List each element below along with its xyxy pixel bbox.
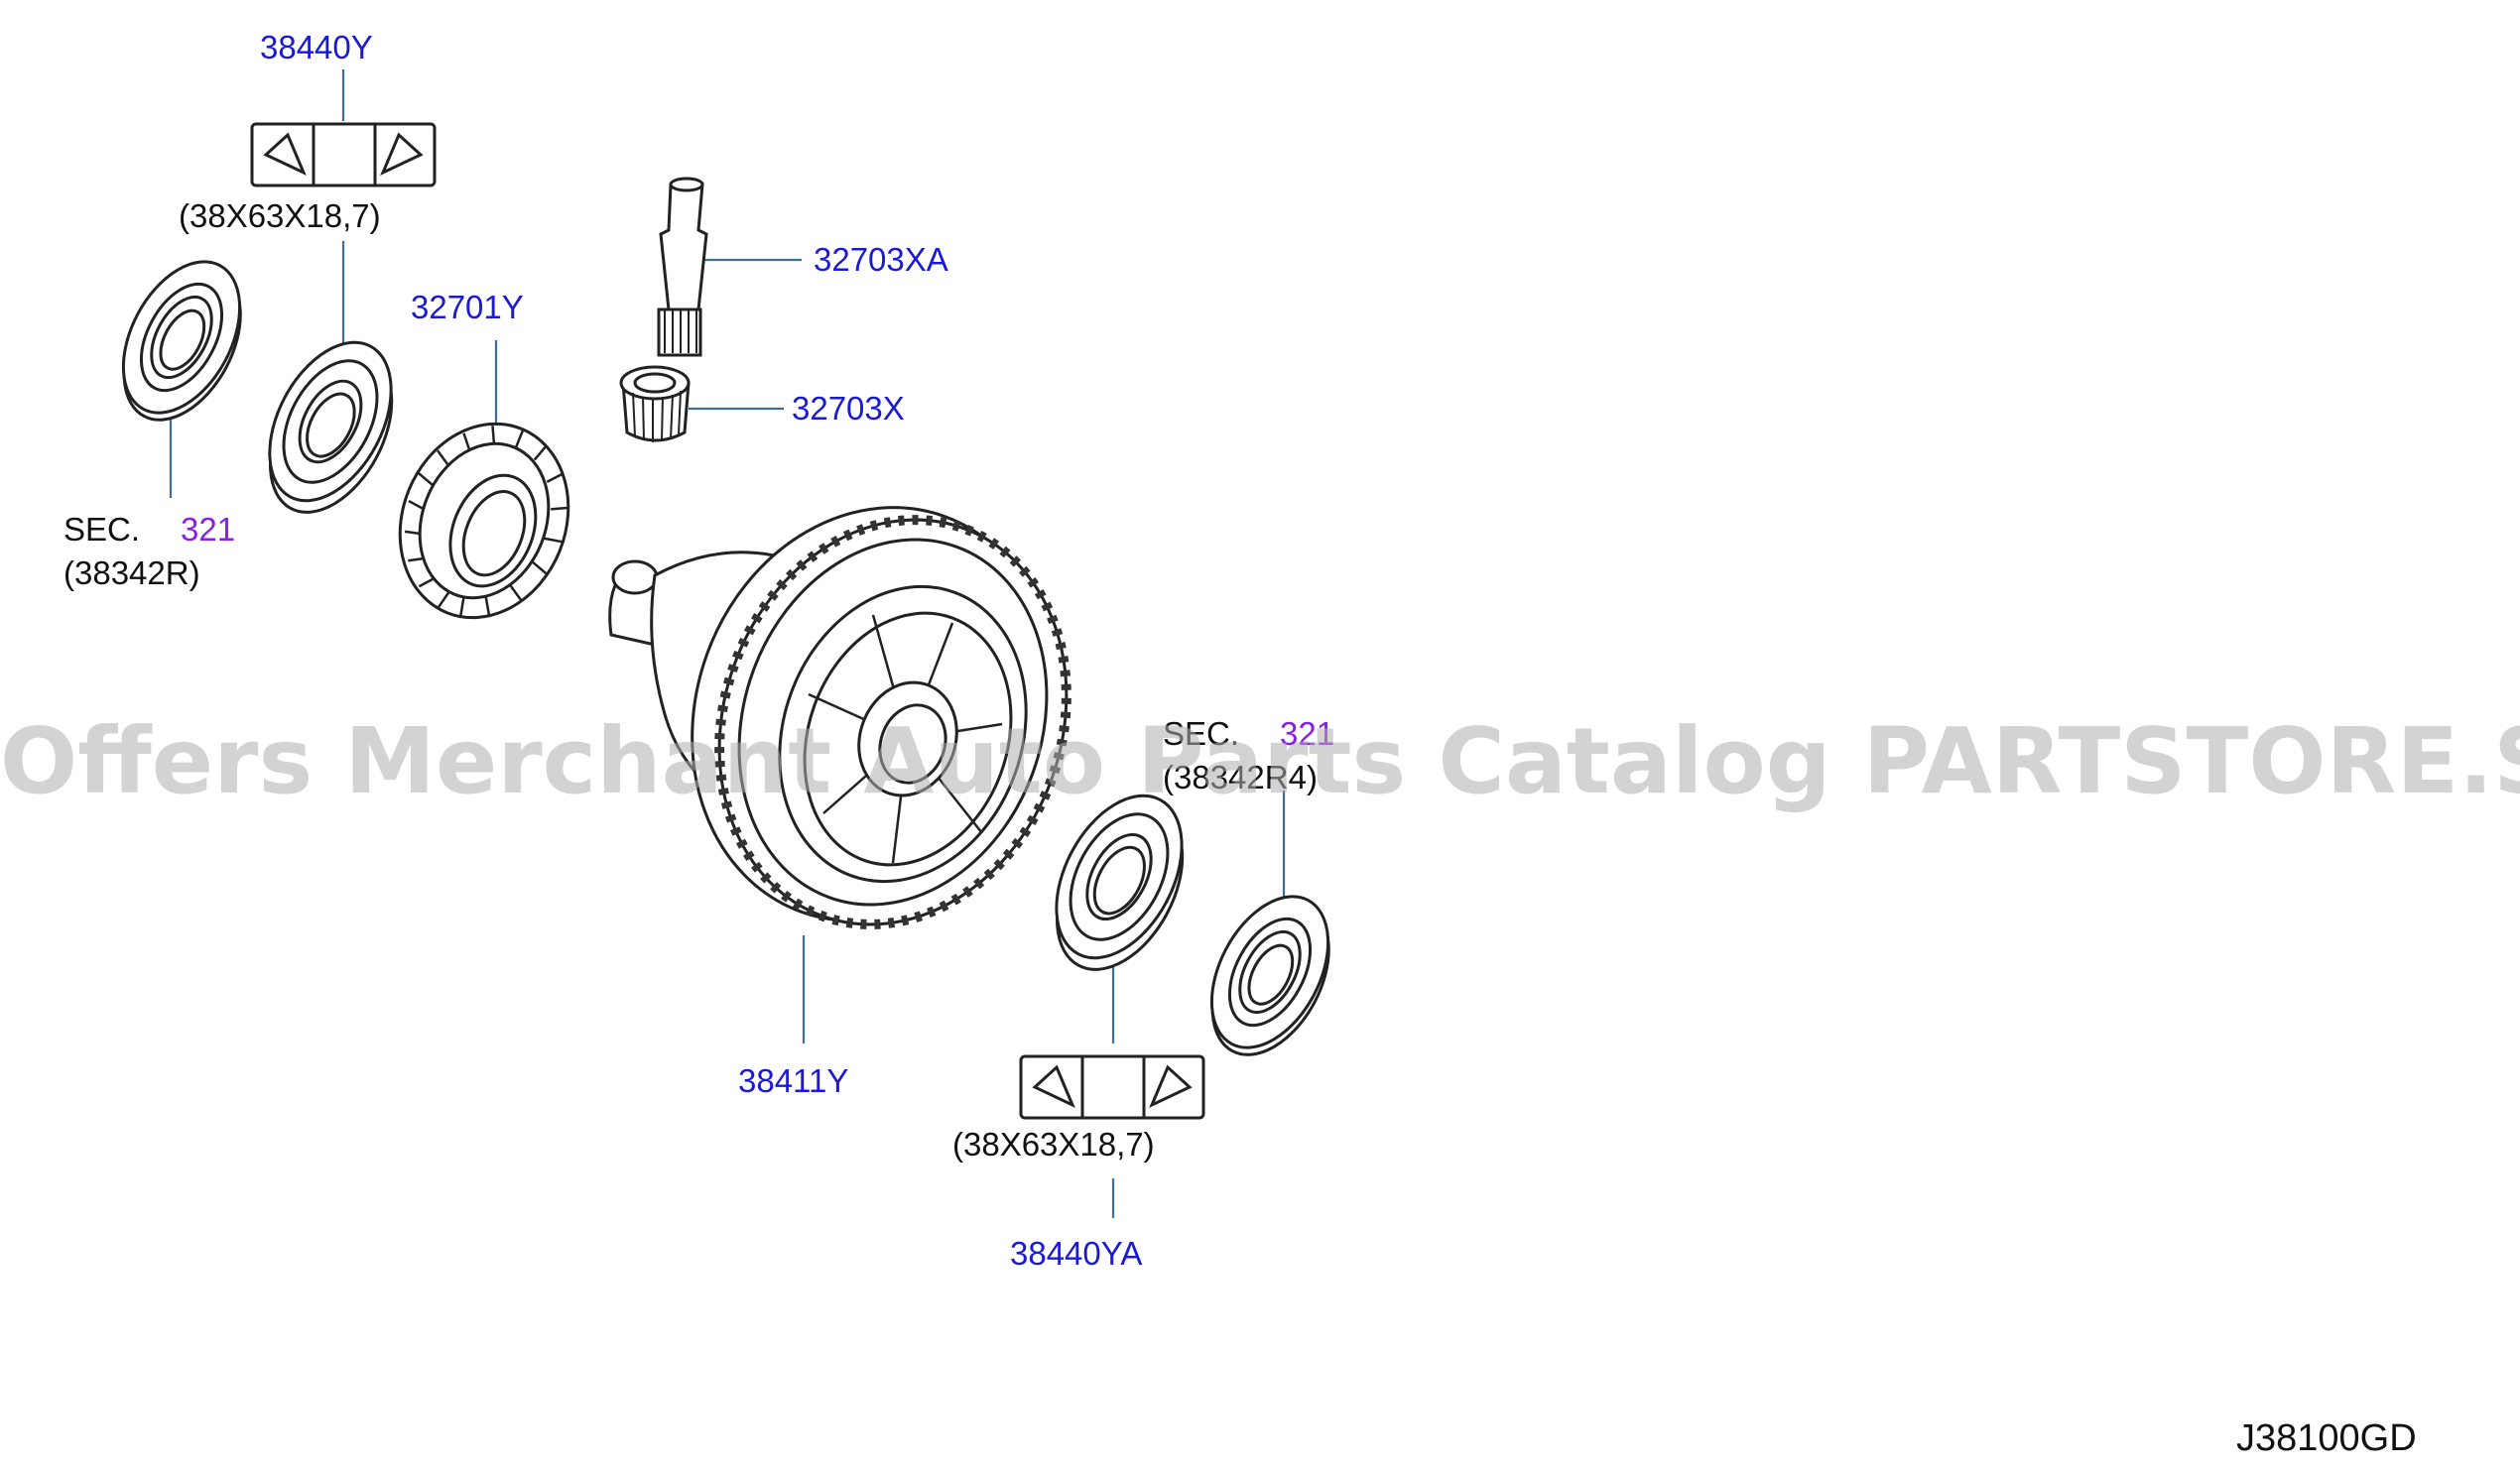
section-left-ref: (38342R) [63,554,200,591]
oil-seal-left [121,260,242,422]
bearing-symbol-top [250,122,437,187]
part-38411Y-label[interactable]: 38411Y [738,1062,849,1099]
section-left-prefix: SEC. [63,511,141,548]
section-left-number[interactable]: 321 [181,511,236,548]
part-38440YA-label[interactable]: 38440YA [1010,1235,1143,1272]
bearing-left [268,340,394,514]
oil-seal-right [1209,895,1330,1056]
pinion-gear [398,422,570,620]
part-32703X-label[interactable]: 32703X [792,390,905,427]
bearing-spec-bottom: (38X63X18,7) [952,1126,1155,1163]
pinion-shaft [657,177,708,357]
section-right-number[interactable]: 321 [1280,715,1335,752]
sleeve-gear [619,365,691,442]
part-38440Y-label[interactable]: 38440Y [260,29,373,65]
section-right-ref: (38342R4) [1163,759,1318,796]
part-32701Y-label[interactable]: 32701Y [411,289,524,325]
differential-assembly [608,506,1071,929]
bearing-spec-top: (38X63X18,7) [179,197,381,234]
section-right-prefix: SEC. [1163,715,1240,752]
bearing-symbol-bottom [1019,1054,1205,1120]
bearing-right [1055,794,1185,971]
diagram-code: J38100GD [2236,1417,2417,1459]
part-32703XA-label[interactable]: 32703XA [814,241,948,278]
